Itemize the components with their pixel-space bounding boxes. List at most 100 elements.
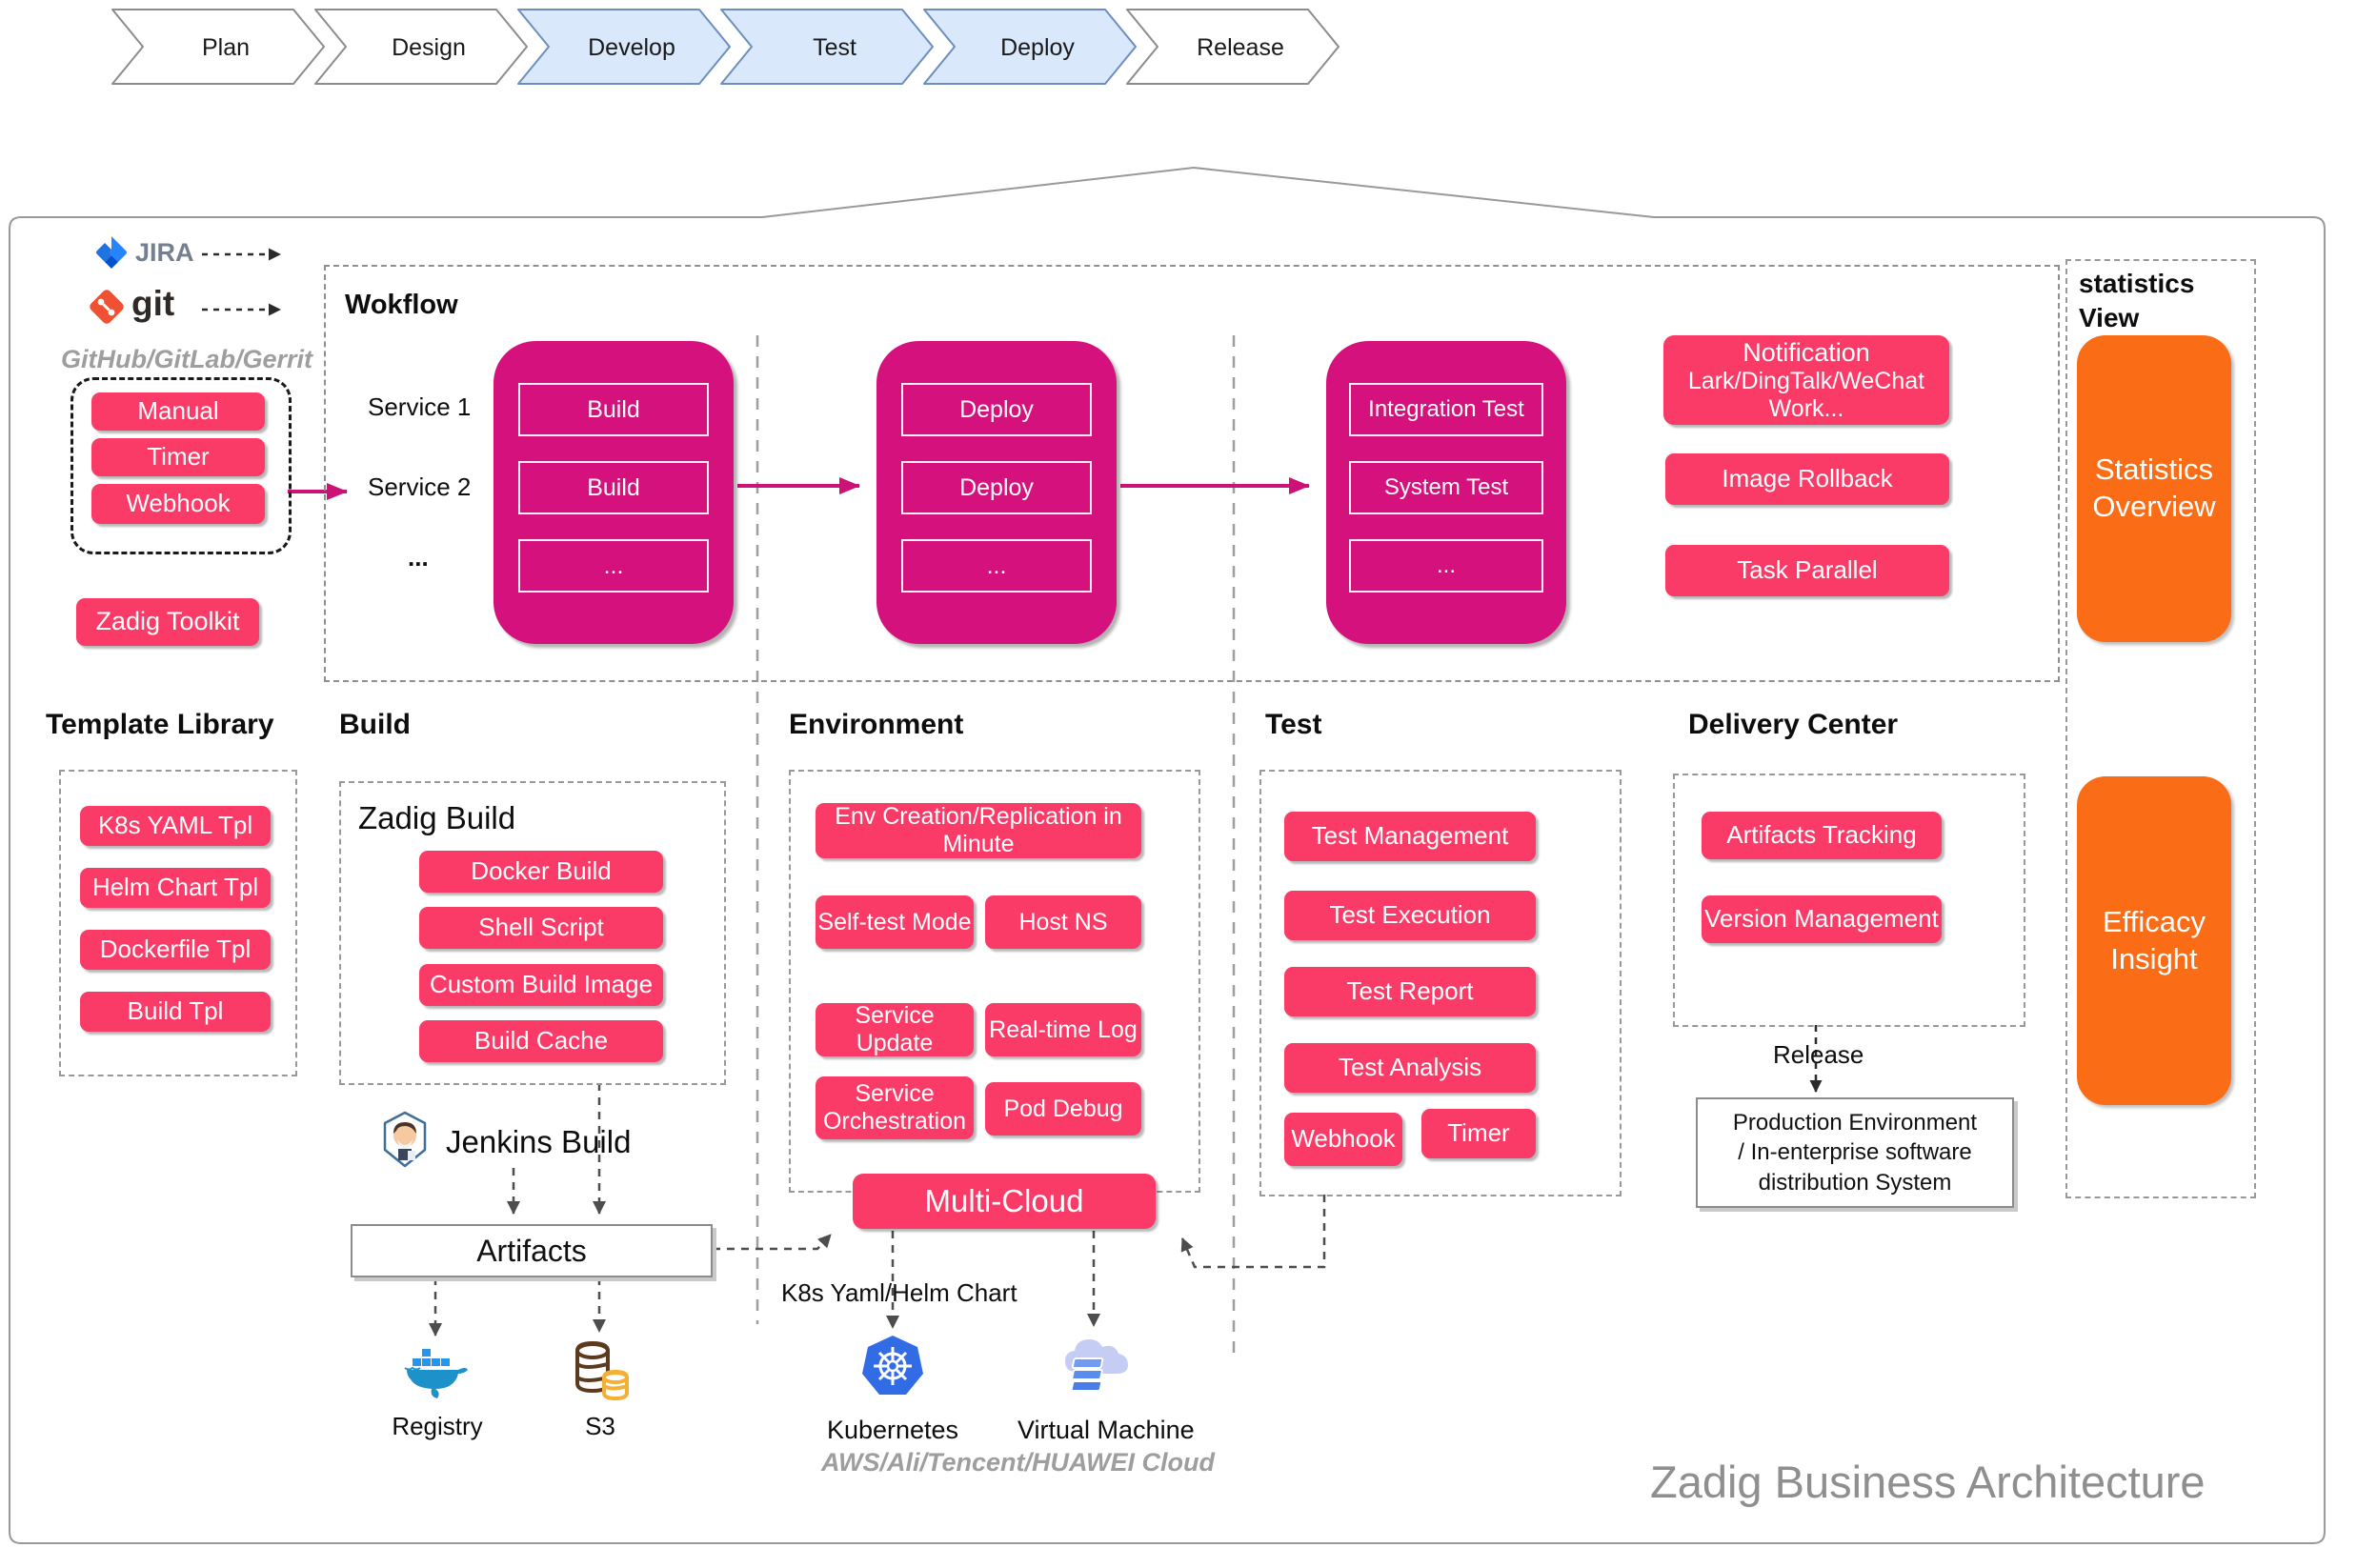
statistics-title-line1: statistics (2079, 269, 2195, 298)
stage-design-label: Design (392, 34, 466, 61)
template-library-box (59, 770, 297, 1076)
test-report-button: Test Report (1284, 967, 1536, 1016)
zadig-toolkit-button: Zadig Toolkit (76, 598, 259, 646)
stage-deploy-label: Deploy (1000, 34, 1075, 61)
service-1-label: Service 1 (368, 392, 472, 421)
release-label: Release (1773, 1040, 1864, 1069)
env-creation-button: Env Creation/Replication in Minute (816, 803, 1141, 858)
build-tpl-button: Build Tpl (80, 992, 271, 1032)
workflow-build-row: Build (518, 461, 709, 514)
main-container-border (9, 166, 2326, 1544)
service-update-button: Service Update (816, 1002, 974, 1056)
notification-subtitle2: Work... (1768, 394, 1844, 422)
workflow-box (324, 265, 2060, 682)
workflow-title: Wokflow (345, 290, 458, 320)
trigger-group (71, 377, 292, 554)
service-orchestration-button: Service Orchestration (816, 1076, 974, 1139)
stage-plan-label: Plan (202, 34, 250, 61)
workflow-build-row: ... (518, 539, 709, 593)
jira-label: JIRA (135, 238, 194, 267)
stage-release-shape (1126, 9, 1340, 85)
s3-icon (570, 1341, 631, 1402)
workflow-test-row: Integration Test (1349, 383, 1543, 436)
workflow-deploy-row: Deploy (901, 383, 1092, 436)
workflow-build-row: Build (518, 383, 709, 436)
git-providers-label: GitHub/GitLab/Gerrit (61, 345, 313, 373)
image-rollback-button: Image Rollback (1665, 453, 1949, 505)
task-parallel-button: Task Parallel (1665, 545, 1949, 596)
notification-title: Notification (1743, 337, 1870, 367)
test-execution-button: Test Execution (1284, 891, 1536, 940)
docker-registry-icon (403, 1345, 470, 1400)
dockerfile-tpl-button: Dockerfile Tpl (80, 930, 271, 970)
test-box (1259, 770, 1622, 1196)
custom-build-image-button: Custom Build Image (419, 964, 663, 1006)
statistics-panel (2065, 259, 2256, 1198)
manual-trigger: Manual (91, 392, 265, 431)
artifacts-to-multicloud-arrow (713, 1234, 832, 1251)
workflow-deploy-row: Deploy (901, 461, 1092, 514)
stage-develop-shape (517, 9, 731, 85)
virtual-machine-label: Virtual Machine (1017, 1416, 1195, 1444)
kubernetes-label: Kubernetes (826, 1416, 959, 1444)
host-ns-button: Host NS (985, 895, 1141, 949)
docker-build-button: Docker Build (419, 851, 663, 893)
version-management-button: Version Management (1702, 895, 1942, 943)
k8s-yaml-label: K8s Yaml/Helm Chart (781, 1278, 1017, 1307)
virtual-machine-icon (1059, 1330, 1132, 1402)
test-timer-button: Timer (1421, 1109, 1536, 1158)
stage-test-shape (720, 9, 934, 85)
stage-plan-shape (111, 9, 325, 85)
jenkins-build-title: Jenkins Build (446, 1124, 632, 1159)
zadig-build-title: Zadig Build (358, 800, 516, 835)
git-label: git (131, 284, 175, 323)
workflow-test-row: System Test (1349, 461, 1543, 514)
workflow-deploy-row: ... (901, 539, 1092, 593)
template-library-title: Template Library (46, 709, 274, 740)
shell-script-button: Shell Script (419, 907, 663, 949)
statistics-title-line2: View (2079, 303, 2140, 332)
efficacy-insight-card: Efficacy Insight (2077, 776, 2231, 1105)
test-title: Test (1265, 709, 1322, 740)
webhook-trigger: Webhook (91, 484, 265, 524)
artifacts-box: Artifacts (351, 1224, 713, 1277)
test-to-multicloud-arrow (1180, 1195, 1326, 1269)
git-icon (86, 286, 128, 328)
production-line: Production Environment (1732, 1110, 1978, 1136)
jenkins-icon (379, 1111, 431, 1168)
timer-trigger: Timer (91, 438, 265, 476)
build-title: Build (339, 709, 411, 740)
statistics-overview-card: Statistics Overview (2077, 335, 2231, 642)
registry-label: Registry (392, 1412, 483, 1440)
build-cache-button: Build Cache (419, 1020, 663, 1062)
self-test-mode-button: Self-test Mode (816, 895, 974, 949)
notification-card: Notification Lark/DingTalk/WeChat Work..… (1663, 335, 1949, 425)
stage-design-shape (314, 9, 528, 85)
production-line: / In-enterprise software (1738, 1139, 1972, 1166)
kubernetes-icon (860, 1334, 925, 1400)
service-more-label: ... (408, 543, 429, 572)
pipeline: Plan Design Develop Test Deploy Release (111, 9, 1340, 85)
multi-cloud-button: Multi-Cloud (853, 1174, 1156, 1229)
helm-chart-tpl-button: Helm Chart Tpl (80, 868, 271, 908)
test-webhook-button: Webhook (1284, 1113, 1402, 1166)
workflow-deploy-card: Deploy Deploy ... (876, 341, 1117, 644)
environment-title: Environment (789, 709, 964, 740)
diagram-title: Zadig Business Architecture (1650, 1457, 2206, 1507)
workflow-test-card: Integration Test System Test ... (1326, 341, 1566, 644)
stage-deploy-shape (923, 9, 1137, 85)
test-management-button: Test Management (1284, 812, 1536, 861)
notification-subtitle: Lark/DingTalk/WeChat (1687, 367, 1925, 394)
workflow-build-card: Build Build ... (494, 341, 734, 644)
pod-debug-button: Pod Debug (985, 1082, 1141, 1136)
delivery-center-box (1673, 774, 2025, 1027)
clouds-label: AWS/Ali/Tencent/HUAWEI Cloud (821, 1448, 1216, 1477)
workflow-test-row: ... (1349, 539, 1543, 593)
artifacts-tracking-button: Artifacts Tracking (1702, 812, 1942, 859)
k8s-yaml-tpl-button: K8s YAML Tpl (80, 806, 271, 846)
stage-develop-label: Develop (588, 34, 675, 61)
realtime-log-button: Real-time Log (985, 1003, 1141, 1056)
delivery-center-title: Delivery Center (1688, 709, 1899, 740)
